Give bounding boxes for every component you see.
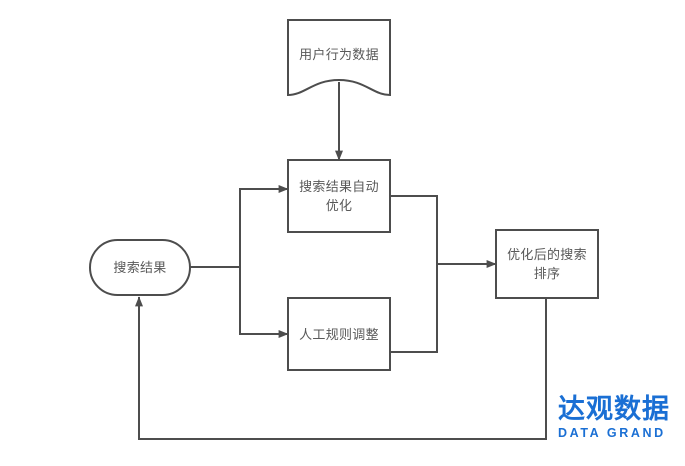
node-manual-rule-adjust-shape xyxy=(287,297,391,371)
edge-results-to-auto xyxy=(239,185,289,267)
brand-logo: 达观数据 DATA GRAND xyxy=(558,392,680,444)
edge-manual-to-ranking xyxy=(390,264,438,353)
node-optimized-ranking-shape xyxy=(495,229,599,299)
edge-results-to-manual xyxy=(239,267,289,338)
node-search-results-shape xyxy=(89,239,191,296)
node-auto-optimize-shape xyxy=(287,159,391,233)
node-user-behavior-data-shape xyxy=(287,19,391,97)
brand-logo-cn: 达观数据 xyxy=(558,394,670,425)
edge-auto-to-ranking xyxy=(390,195,438,264)
edge-feedback-loop xyxy=(135,296,547,440)
brand-logo-en: DATA GRAND xyxy=(558,426,666,440)
